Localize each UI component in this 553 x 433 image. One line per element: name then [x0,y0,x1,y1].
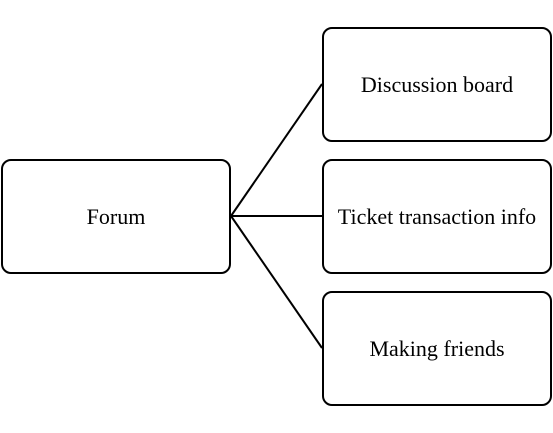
root-node-label: Forum [86,203,146,229]
child-node-label: Making friends [369,335,505,361]
child-node-ticket-transaction-info: Ticket transaction info [322,159,552,274]
connector-forum-to-discussion-board [230,83,323,217]
child-node-label: Discussion board [360,71,514,97]
child-node-making-friends: Making friends [322,291,552,406]
child-node-discussion-board: Discussion board [322,27,552,142]
child-node-label: Ticket transaction info [337,203,537,229]
connector-forum-to-making-friends [230,215,323,349]
root-node-forum: Forum [1,159,231,274]
